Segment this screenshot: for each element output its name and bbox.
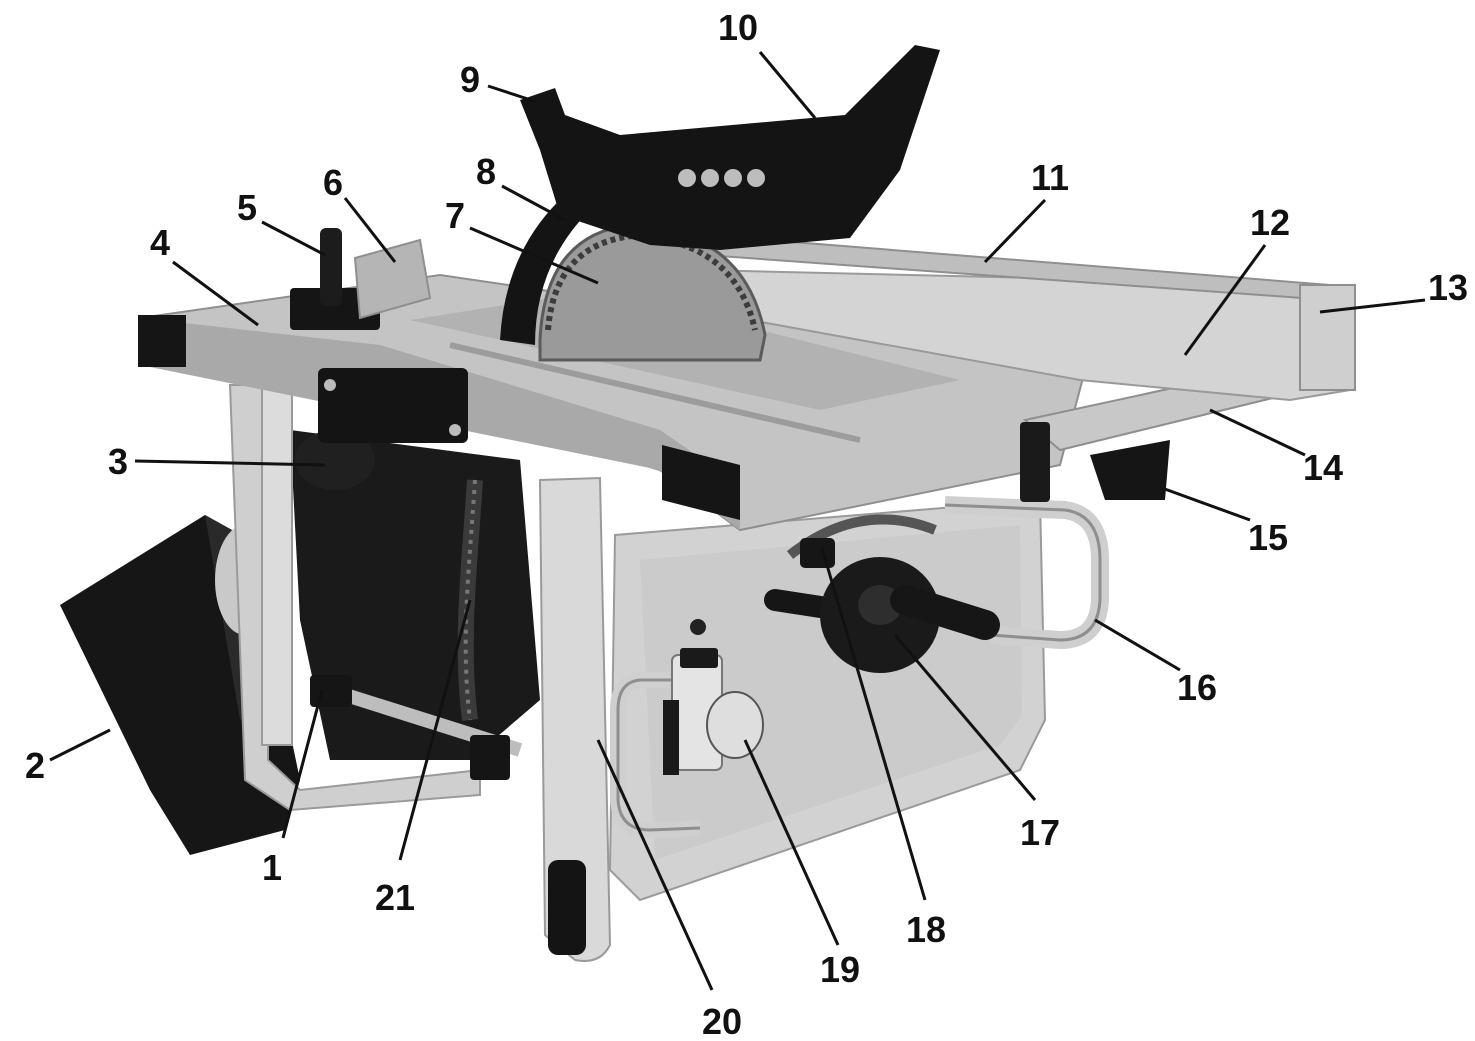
guard-rivet-3 bbox=[724, 169, 742, 187]
callout-16: 16 bbox=[1177, 667, 1217, 708]
leader-5 bbox=[261, 220, 326, 257]
power-switch-bar bbox=[663, 700, 679, 775]
callout-10: 10 bbox=[718, 7, 758, 48]
callout-18: 18 bbox=[906, 909, 946, 950]
guard-rivet-4 bbox=[747, 169, 765, 187]
callout-8: 8 bbox=[476, 151, 496, 192]
leader-20 bbox=[596, 739, 714, 991]
handwheel-grip bbox=[890, 585, 1000, 640]
leader-18 bbox=[820, 547, 927, 901]
motor-knob bbox=[295, 430, 375, 490]
leader-11 bbox=[983, 198, 1047, 264]
leader-17 bbox=[893, 634, 1037, 801]
callout-3: 3 bbox=[108, 441, 128, 482]
leg-clamp bbox=[310, 675, 352, 707]
front-leg-foot bbox=[548, 860, 586, 955]
mitre-fence-plate bbox=[353, 238, 432, 320]
callout-2: 2 bbox=[25, 745, 45, 786]
callout-1: 1 bbox=[262, 847, 282, 888]
leader-9 bbox=[487, 84, 538, 104]
callout-14: 14 bbox=[1303, 447, 1343, 488]
fence-end-cap bbox=[1299, 284, 1356, 391]
bracket-screw-b bbox=[449, 424, 461, 436]
leader-19 bbox=[743, 739, 840, 946]
leader-8 bbox=[501, 184, 566, 222]
callout-9: 9 bbox=[460, 59, 480, 100]
callout-6: 6 bbox=[323, 162, 343, 203]
riving-knife bbox=[500, 195, 590, 345]
leader-2 bbox=[49, 728, 111, 762]
fence-lock bbox=[1020, 422, 1050, 502]
mitre-gauge-knob bbox=[320, 228, 342, 306]
leader-6 bbox=[343, 197, 397, 263]
callout-17: 17 bbox=[1020, 812, 1060, 853]
callout-19: 19 bbox=[820, 949, 860, 990]
guard-rivet-2 bbox=[701, 169, 719, 187]
leader-16 bbox=[1094, 618, 1181, 672]
leader-14 bbox=[1209, 408, 1306, 457]
callout-7: 7 bbox=[445, 195, 465, 236]
carry-handle-edge bbox=[944, 503, 1102, 642]
blade-guard bbox=[520, 45, 940, 250]
overload-button bbox=[706, 691, 764, 759]
callout-15: 15 bbox=[1248, 517, 1288, 558]
left-leg-front bbox=[261, 384, 293, 746]
small-knob bbox=[690, 619, 706, 635]
callout-labels: 1 2 3 4 5 6 7 8 9 10 11 12 13 14 15 16 1… bbox=[25, 7, 1468, 1041]
leader-7 bbox=[469, 226, 599, 285]
callout-21: 21 bbox=[375, 877, 415, 918]
guard-rivet-1 bbox=[678, 169, 696, 187]
leader-10 bbox=[758, 51, 817, 119]
crossbar-clamp bbox=[470, 735, 510, 780]
leader-3 bbox=[134, 459, 326, 467]
callout-5: 5 bbox=[237, 187, 257, 228]
leader-1 bbox=[281, 689, 324, 839]
leader-lines bbox=[49, 51, 1426, 991]
adjustment-spindle-thread bbox=[463, 479, 477, 721]
table-corner-right bbox=[662, 445, 740, 520]
miter-slot bbox=[449, 342, 861, 443]
power-switch-button bbox=[680, 648, 718, 668]
leader-13 bbox=[1319, 298, 1426, 314]
rail-clamp bbox=[1090, 440, 1170, 500]
leader-4 bbox=[172, 260, 259, 327]
front-leg-frame bbox=[538, 476, 612, 962]
bevel-lock bbox=[800, 538, 835, 568]
front-bracket bbox=[318, 368, 468, 443]
callout-13: 13 bbox=[1428, 267, 1468, 308]
leader-21 bbox=[398, 599, 472, 861]
callout-20: 20 bbox=[702, 1001, 742, 1041]
bracket-screw-a bbox=[324, 379, 336, 391]
callout-12: 12 bbox=[1250, 202, 1290, 243]
leader-12 bbox=[1183, 244, 1267, 356]
callout-4: 4 bbox=[150, 222, 170, 263]
leader-15 bbox=[1161, 486, 1251, 522]
table-corner-left bbox=[138, 315, 186, 367]
callout-11: 11 bbox=[1031, 157, 1069, 198]
